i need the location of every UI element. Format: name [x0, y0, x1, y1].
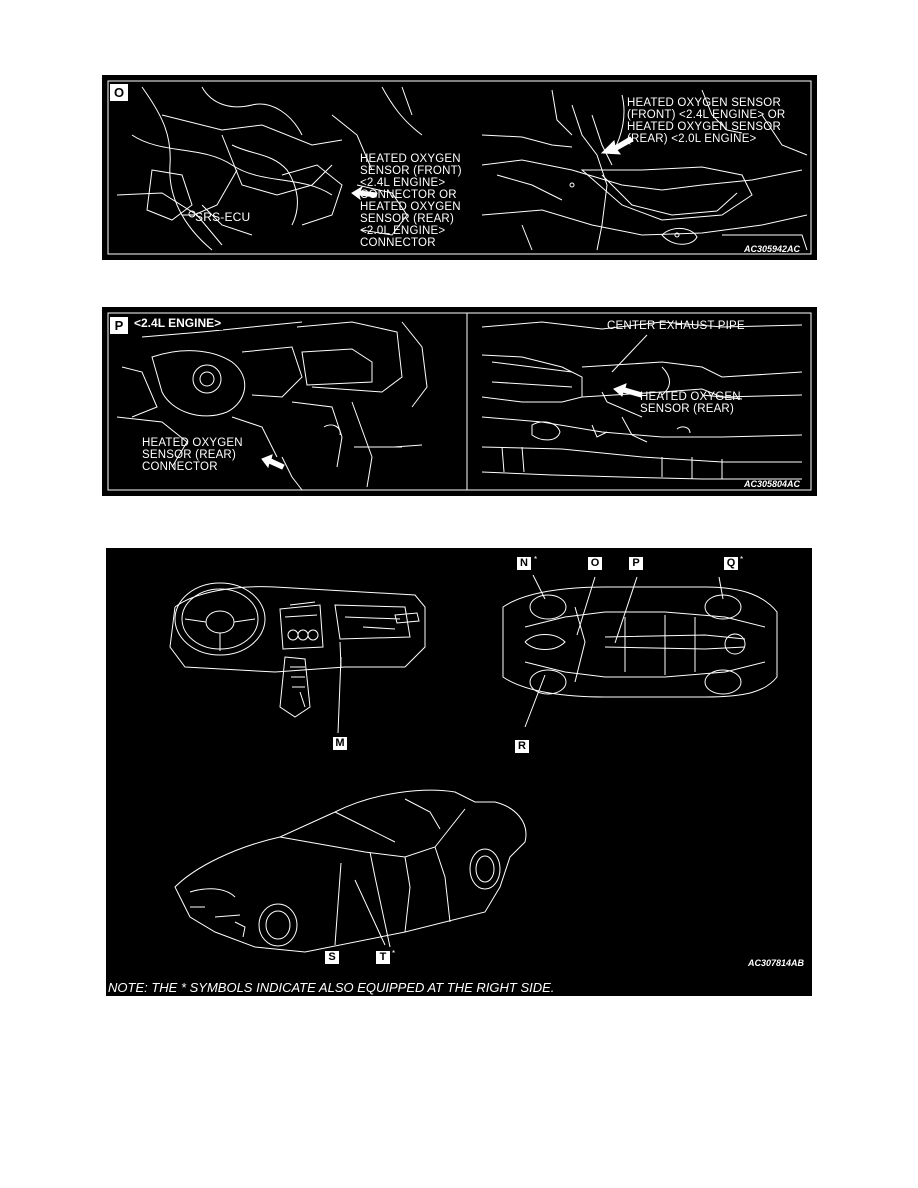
panel-p-tag: P [110, 317, 128, 334]
figure-panel-location-map: N * O P Q * R M S T * AC307814AB NOTE: T… [105, 547, 813, 997]
engine-bay-illustration-p [107, 312, 812, 491]
location-tag-n: N [517, 557, 531, 570]
right-side-note: NOTE: THE * SYMBOLS INDICATE ALSO EQUIPP… [108, 980, 555, 995]
engine-variant-label: <2.4L ENGINE> [132, 316, 224, 330]
location-tag-m: M [333, 737, 347, 750]
sensor-label: HEATED OXYGEN SENSOR (FRONT) <2.4L ENGIN… [627, 97, 786, 145]
location-tag-s: S [325, 951, 339, 964]
location-tag-o: O [588, 557, 602, 570]
figure-code: AC307814AB [748, 958, 805, 968]
location-tag-r: R [515, 740, 529, 753]
engine-bay-illustration-o [107, 80, 812, 255]
location-tag-q: Q [724, 557, 738, 570]
figure-panel-o: O SRS-ECU HEATED OXYGEN SENSOR (FRONT) <… [102, 75, 817, 260]
panel-o-tag: O [110, 84, 128, 101]
right-side-star: * [534, 555, 538, 564]
right-side-star: * [740, 555, 744, 564]
right-side-star: * [392, 949, 396, 958]
rear-sensor-label: HEATED OXYGEN SENSOR (REAR) [640, 391, 741, 415]
figure-code: AC305942AC [744, 244, 801, 254]
location-tag-t: T [376, 951, 390, 964]
connector-label: HEATED OXYGEN SENSOR (FRONT) <2.4L ENGIN… [360, 153, 462, 249]
center-exhaust-pipe-label: CENTER EXHAUST PIPE [607, 320, 745, 332]
location-tag-p: P [629, 557, 643, 570]
figure-panel-p: P <2.4L ENGINE> CENTER EXHAUST PIPE HEAT… [102, 307, 817, 496]
figure-code: AC305804AC [744, 479, 801, 489]
rear-sensor-connector-label: HEATED OXYGEN SENSOR (REAR) CONNECTOR [142, 437, 243, 473]
vehicle-location-illustration [105, 547, 813, 997]
srs-ecu-label: SRS-ECU [195, 210, 251, 224]
